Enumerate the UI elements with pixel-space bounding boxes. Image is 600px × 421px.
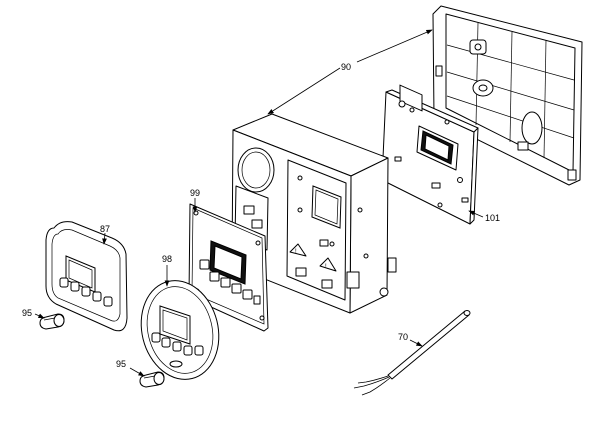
knob-cap-upper (39, 313, 65, 330)
label-95-lower: 95 (116, 359, 126, 369)
back-mounting-frame (432, 5, 583, 186)
label-98: 98 (162, 254, 172, 264)
label-95-upper: 95 (22, 308, 32, 318)
circuit-board (381, 84, 479, 225)
label-99: 99 (190, 188, 200, 198)
label-101: 101 (485, 213, 500, 223)
sensor-probe (353, 310, 471, 396)
label-70: 70 (398, 332, 408, 342)
svg-text:!: ! (295, 249, 297, 255)
display-control-board (188, 203, 269, 332)
leader-lines (34, 29, 484, 377)
rectangular-bezel (45, 221, 128, 332)
round-bezel (140, 280, 220, 380)
label-90: 90 (341, 62, 351, 72)
svg-text:!: ! (325, 264, 327, 270)
knob-cap-lower (139, 371, 165, 388)
label-87: 87 (100, 224, 110, 234)
part-labels: 90 101 99 87 98 95 95 70 (22, 62, 500, 369)
